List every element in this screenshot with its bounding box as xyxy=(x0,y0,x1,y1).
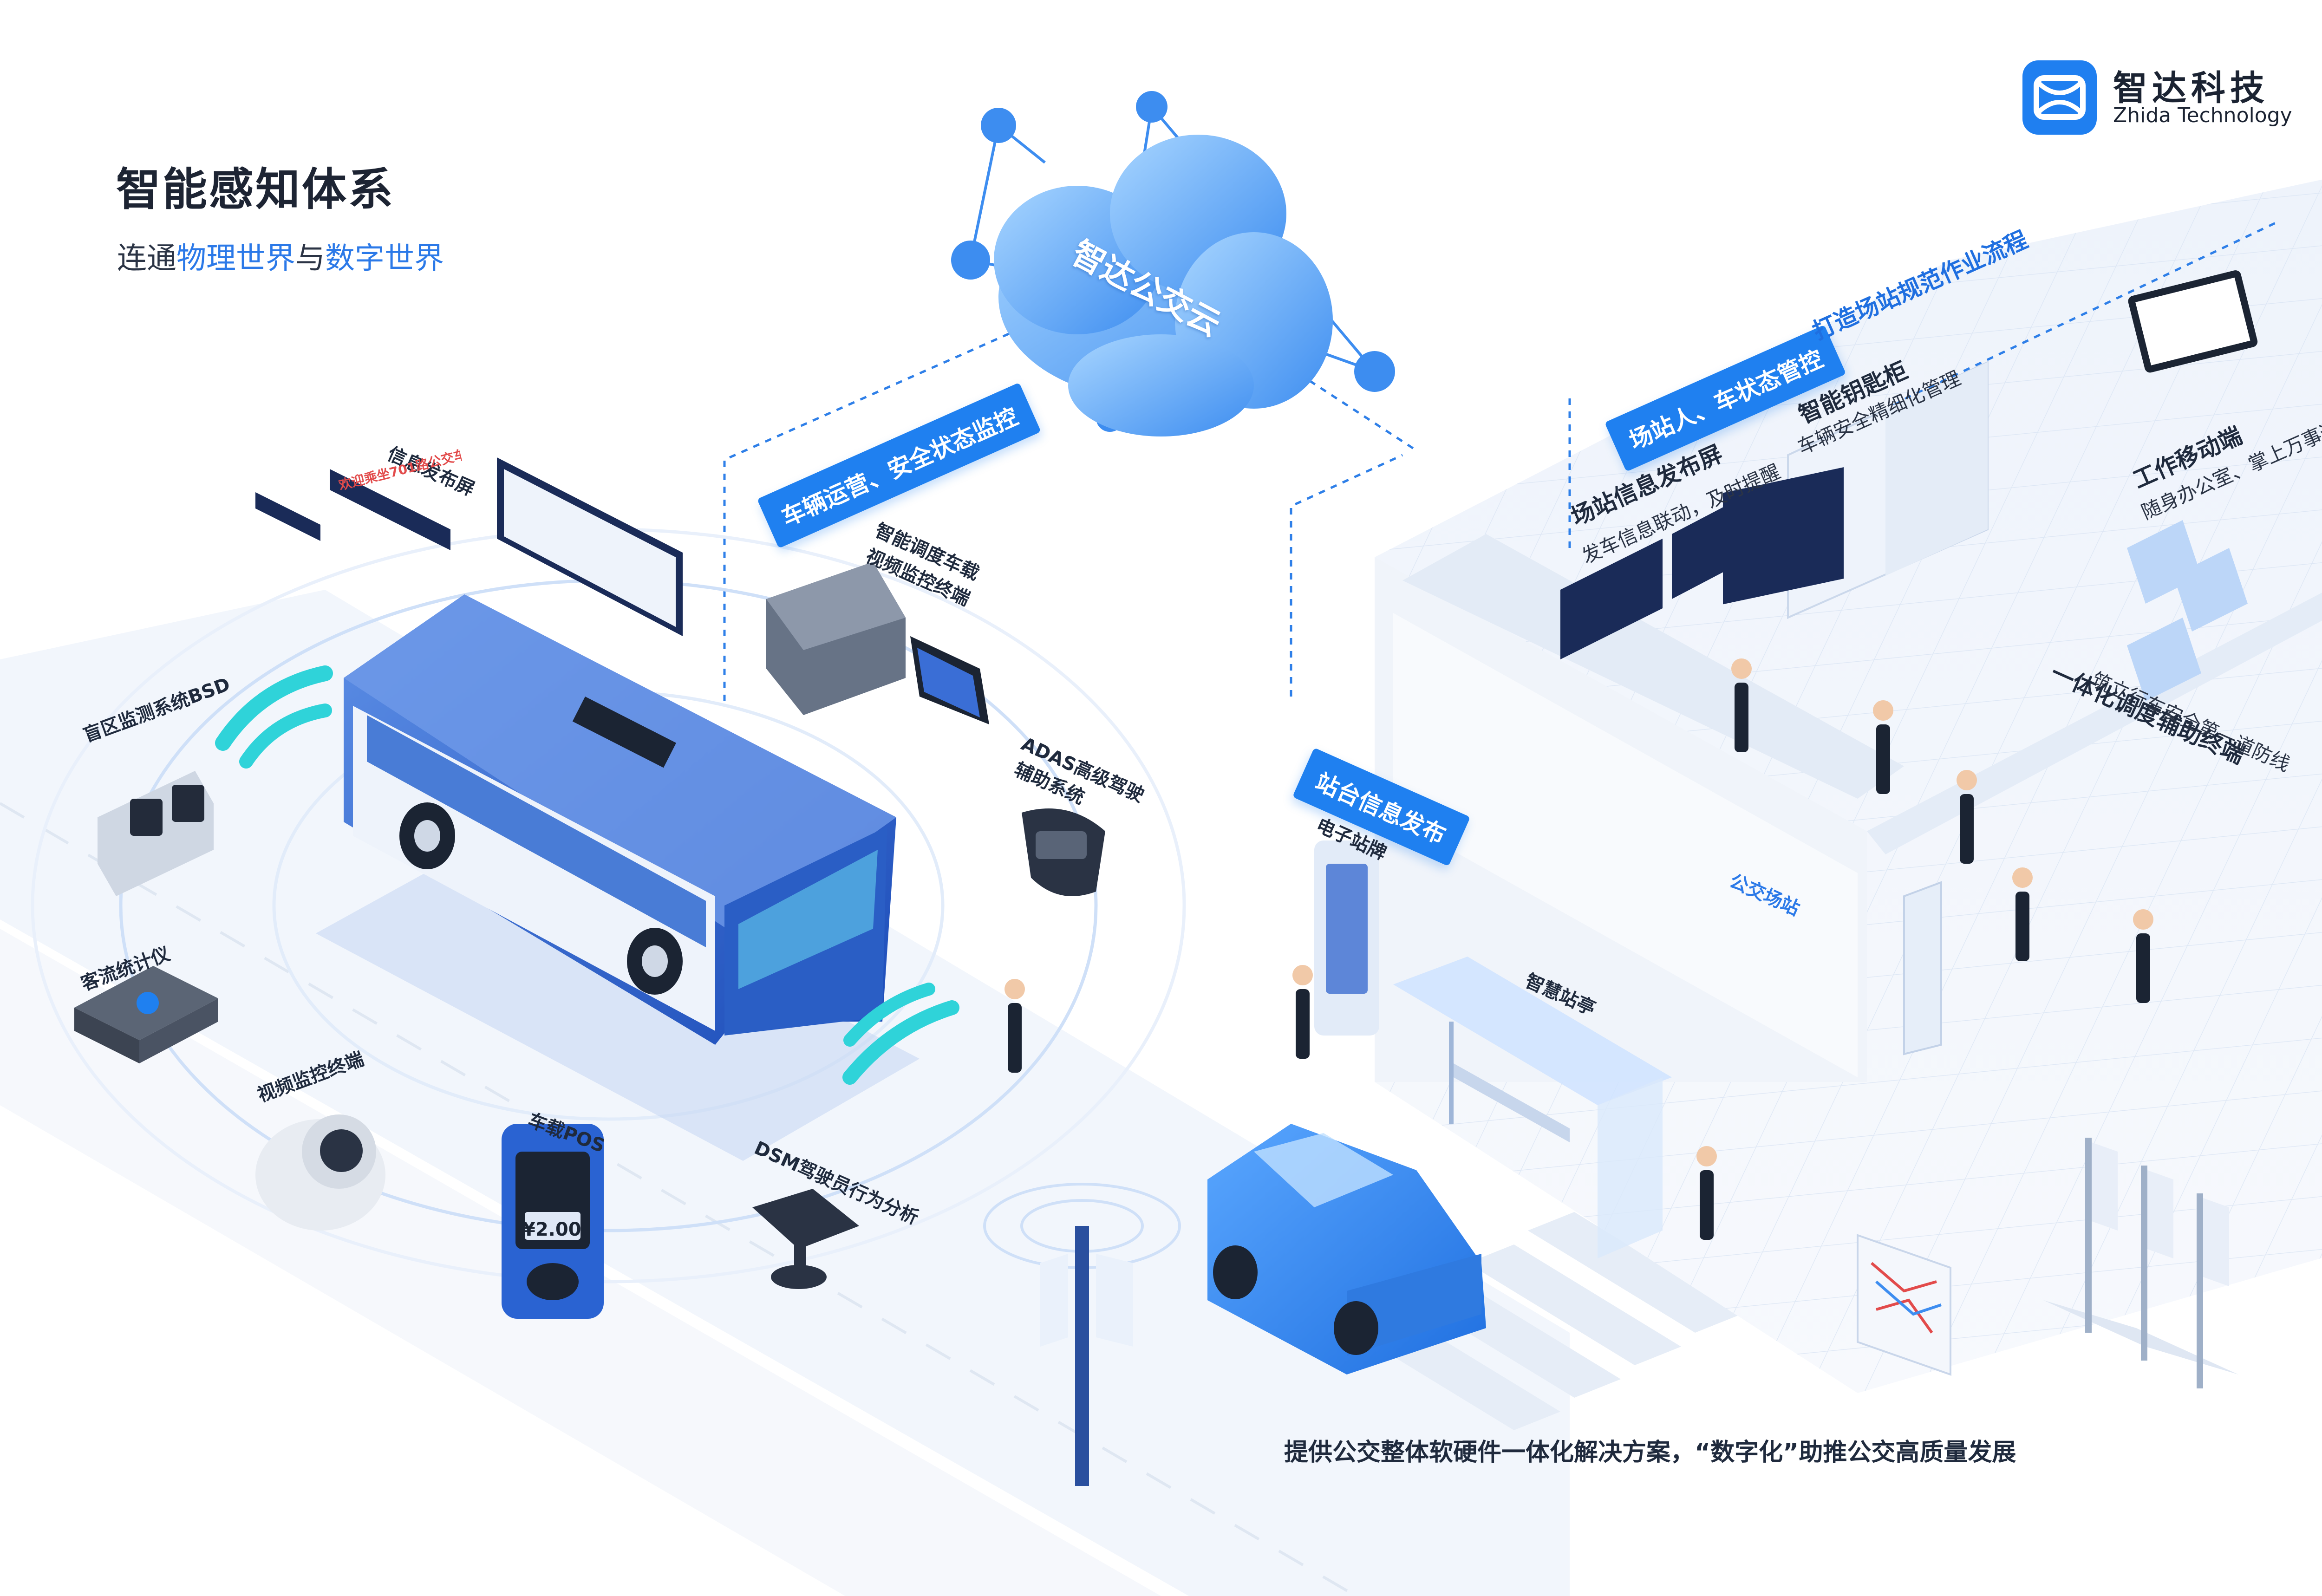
logo-name-en: Zhida Technology xyxy=(2113,104,2292,127)
subtitle-middle: 与 xyxy=(295,241,325,276)
logo-icon xyxy=(2022,60,2097,135)
subtitle-prefix: 连通 xyxy=(117,241,176,276)
waiting-chairs xyxy=(2127,520,2248,701)
dispatch-terminal xyxy=(766,562,989,724)
adas-device xyxy=(1022,808,1105,896)
flag-poles xyxy=(2043,1138,2238,1388)
car-illustration xyxy=(1207,1124,1486,1375)
dome-camera xyxy=(255,1114,385,1231)
page-title: 智能感知体系 xyxy=(116,163,395,215)
people xyxy=(1004,658,2153,1240)
cloud-icon xyxy=(994,135,1333,436)
e-sign-totem xyxy=(1314,840,1379,1036)
signal-arcs xyxy=(215,665,959,1085)
logo-name-cn: 智达科技 xyxy=(2113,68,2269,108)
station-building xyxy=(1375,179,2322,1393)
pos-device xyxy=(502,1124,604,1319)
map-board xyxy=(1857,1234,1951,1376)
dsm-device xyxy=(752,1189,859,1289)
cloud-network xyxy=(951,91,1395,436)
footer-slogan: 提供公交整体软硬件一体化解决方案，“数字化”助推公交高质量发展 xyxy=(1284,1439,2016,1466)
counter-device xyxy=(74,966,218,1063)
bus-illustration xyxy=(316,594,920,1161)
bsd-device xyxy=(98,771,214,896)
subtitle-highlight-physical: 物理世界 xyxy=(176,241,295,276)
station-equipment xyxy=(1560,270,2258,1055)
brand-logo: 智达科技 Zhida Technology xyxy=(2022,53,2320,142)
led-screens xyxy=(255,457,683,636)
pos-amount: ¥2.00 xyxy=(522,1219,581,1240)
subtitle-highlight-digital: 数字世界 xyxy=(325,241,444,276)
bus-shelter xyxy=(1393,957,1672,1258)
signal-tower xyxy=(983,1183,1181,1486)
page-subtitle: 连通物理世界与数字世界 xyxy=(117,235,444,277)
